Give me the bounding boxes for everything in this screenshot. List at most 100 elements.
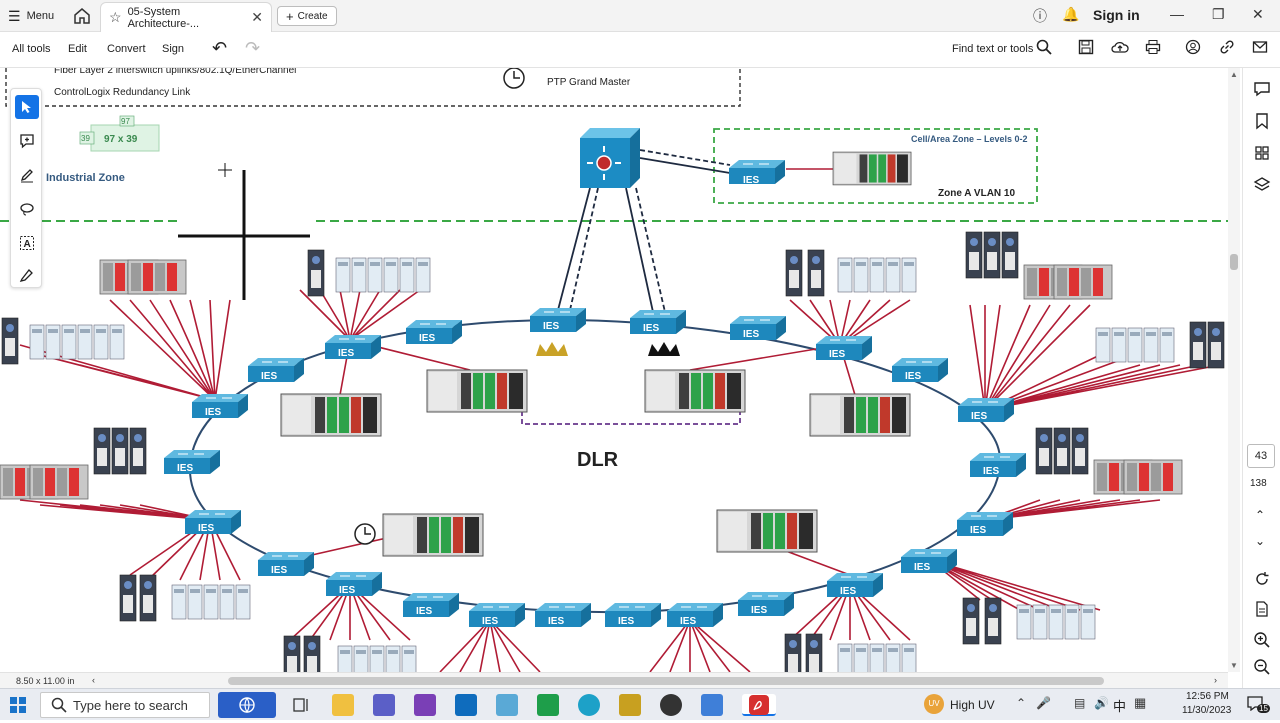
app-icon[interactable]	[619, 694, 641, 716]
upload-cloud-icon[interactable]	[1111, 39, 1129, 58]
page-info-icon[interactable]	[1253, 600, 1271, 618]
notifications-icon[interactable]: 15	[1246, 695, 1270, 715]
home-icon[interactable]	[72, 6, 92, 26]
taskbar-search-placeholder: Type here to search	[73, 697, 188, 713]
previous-page-icon[interactable]: ⌃	[1255, 508, 1266, 522]
network-icon[interactable]: ▤	[1074, 696, 1086, 710]
search-icon[interactable]	[1036, 39, 1052, 58]
scroll-thumb[interactable]	[1230, 254, 1238, 270]
link-icon[interactable]	[1219, 39, 1235, 58]
cell-area-zone-label: Cell/Area Zone – Levels 0-2	[911, 134, 1028, 144]
task-view-icon[interactable]	[290, 694, 312, 716]
keyboard-icon[interactable]: ▦	[1134, 695, 1147, 710]
page-number-box[interactable]: 43	[1247, 444, 1275, 468]
switch-label: IES	[177, 463, 193, 474]
clock-time[interactable]: 12:56 PM	[1186, 691, 1229, 702]
app-icon[interactable]	[660, 694, 682, 716]
switch-label: IES	[840, 586, 856, 597]
crown-icon	[648, 342, 680, 356]
switch-label: IES	[970, 525, 986, 536]
scroll-left-arrow[interactable]: ‹	[92, 675, 95, 685]
create-button[interactable]: + Create	[277, 6, 337, 26]
next-page-icon[interactable]: ⌄	[1255, 534, 1266, 548]
edit-menu[interactable]: Edit	[68, 43, 87, 55]
mail-icon[interactable]	[1252, 39, 1268, 58]
svg-text:A: A	[24, 239, 31, 250]
close-window-icon[interactable]: ✕	[1252, 6, 1264, 22]
lasso-draw-icon[interactable]	[15, 197, 39, 221]
scroll-right-arrow[interactable]: ›	[1214, 675, 1217, 685]
measure-width: 97	[121, 117, 130, 126]
scroll-down-arrow[interactable]: ▼	[1230, 661, 1238, 670]
convert-menu[interactable]: Convert	[107, 43, 146, 55]
share-user-icon[interactable]	[1185, 39, 1201, 58]
find-text-button[interactable]: Find text or tools	[952, 43, 1034, 55]
weather-icon[interactable]: UV	[924, 694, 944, 714]
ime-indicator[interactable]: 中	[1113, 699, 1127, 714]
bell-icon[interactable]: 🔔	[1062, 6, 1080, 22]
redo-icon[interactable]: ↷	[245, 38, 261, 58]
print-icon[interactable]	[1145, 39, 1161, 58]
maximize-icon[interactable]: ❐	[1212, 6, 1225, 22]
minimize-icon[interactable]: —	[1170, 6, 1184, 22]
refresh-icon[interactable]	[1253, 570, 1271, 588]
toolbar: All tools Edit Convert Sign ↶ ↷ Find tex…	[0, 32, 1280, 68]
menu-label: Menu	[26, 10, 55, 22]
switch-label: IES	[543, 321, 559, 332]
microphone-icon[interactable]: 🎤	[1036, 696, 1051, 710]
taskbar-search-box[interactable]: Type here to search	[40, 692, 210, 718]
switch-label: IES	[416, 606, 432, 617]
help-icon[interactable]: ⓘ	[1033, 8, 1047, 24]
close-tab-icon[interactable]: ✕	[251, 9, 263, 25]
clock-icon	[503, 68, 525, 89]
bookmark-icon[interactable]	[1253, 112, 1271, 130]
teams-icon[interactable]	[373, 694, 395, 716]
ptp-grand-master-label: PTP Grand Master	[547, 77, 631, 88]
windows-start-icon[interactable]	[10, 697, 26, 713]
tray-overflow-icon[interactable]: ⌃	[1016, 696, 1027, 710]
clock-date[interactable]: 11/30/2023	[1182, 705, 1232, 716]
document-canvas[interactable]: Fiber Layer 2 interswitch uplinks/802.1Q…	[0, 68, 1228, 672]
comments-icon[interactable]	[1253, 80, 1271, 98]
thumbnails-grid-icon[interactable]	[1253, 144, 1271, 162]
browser-globe-icon[interactable]	[218, 692, 276, 718]
menu-button[interactable]: ☰ Menu	[8, 6, 54, 26]
horizontal-scroll-thumb[interactable]	[228, 677, 1104, 685]
app-icon[interactable]	[537, 694, 559, 716]
measure-height: 39	[81, 134, 90, 143]
zoom-out-icon[interactable]	[1253, 658, 1271, 676]
text-box-icon[interactable]: A	[15, 231, 39, 255]
edge-icon[interactable]	[578, 694, 600, 716]
app-icon[interactable]	[414, 694, 436, 716]
acrobat-icon[interactable]	[742, 694, 776, 716]
left-tool-strip: A	[10, 88, 42, 288]
photos-icon[interactable]	[701, 694, 723, 716]
sign-menu[interactable]: Sign	[162, 43, 185, 55]
comment-add-icon[interactable]	[15, 129, 39, 153]
switch-label: IES	[548, 616, 564, 627]
outlook-icon[interactable]	[455, 694, 477, 716]
select-cursor-icon[interactable]	[15, 95, 39, 119]
undo-icon[interactable]: ↶	[212, 38, 228, 58]
notification-count: 15	[1257, 704, 1270, 713]
scroll-up-arrow[interactable]: ▲	[1230, 70, 1238, 79]
document-tab[interactable]: ☆ 05-System Architecture-... ✕	[100, 2, 272, 32]
switch-label: IES	[339, 585, 355, 596]
right-panel: 43 138 ⌃ ⌄	[1242, 68, 1280, 688]
save-icon[interactable]	[1078, 39, 1094, 58]
all-tools-menu[interactable]: All tools	[12, 43, 51, 55]
file-explorer-icon[interactable]	[332, 694, 354, 716]
star-icon[interactable]: ☆	[109, 9, 122, 25]
volume-icon[interactable]: 🔊	[1094, 696, 1109, 710]
vertical-scrollbar[interactable]: ▲ ▼	[1228, 68, 1240, 672]
sign-in-button[interactable]: Sign in	[1093, 7, 1140, 23]
layers-icon[interactable]	[1253, 176, 1271, 194]
app-icon[interactable]	[496, 694, 518, 716]
sign-pen-icon[interactable]	[15, 263, 39, 287]
highlighter-icon[interactable]	[15, 163, 39, 187]
switch-label: IES	[338, 348, 354, 359]
legend-fiber-label: Fiber Layer 2 interswitch uplinks/802.1Q…	[54, 68, 296, 76]
zoom-in-icon[interactable]	[1253, 631, 1271, 649]
weather-label[interactable]: High UV	[950, 698, 995, 712]
